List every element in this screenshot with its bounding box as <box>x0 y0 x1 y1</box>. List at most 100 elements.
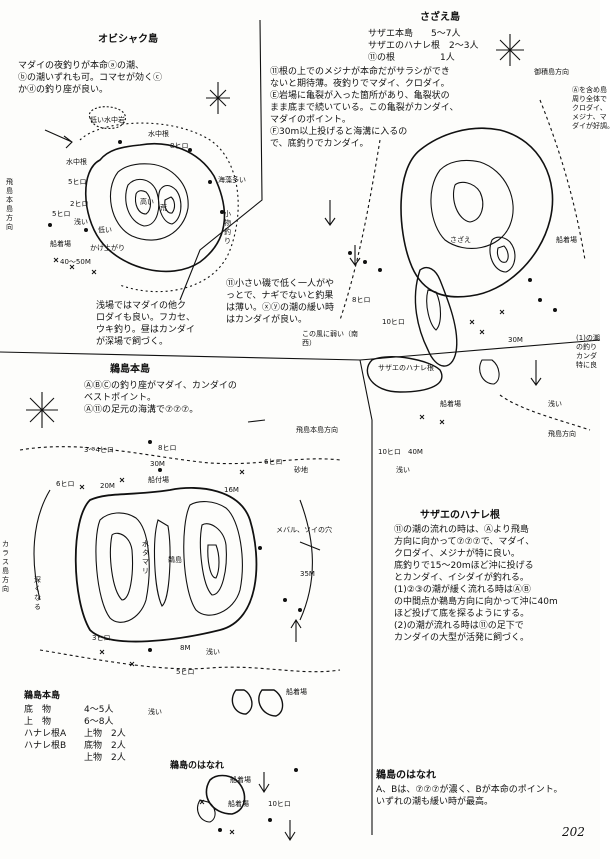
obishaku-label: 5ヒロ <box>68 178 87 186</box>
kamome-label: カラス島方向 <box>2 540 9 593</box>
kamome-label: 6ヒロ <box>56 480 75 488</box>
kamome-note: ⒶⒷⒸの釣り座がマダイ、カンダイの ベストポイント。 Ⓐ⑪の足元の海溝で⑦⑦⑦。 <box>84 380 264 416</box>
kamome-hanare-label: 船着場 <box>230 776 251 784</box>
obishaku-note2-line: ロダイも良い。フカセ、 <box>96 313 196 323</box>
kamome-hanare-note-line: いずれの潮も緩い時が最高。 <box>376 797 494 807</box>
kamome-title: 鵜島本島 <box>110 364 150 375</box>
sazae-label: 飛島方向 <box>548 430 576 438</box>
sazae-island <box>400 127 554 367</box>
map-page: { "page_number": "202", "obishaku": { "t… <box>0 12 614 842</box>
sazae-label: サザエのハナレ根 <box>378 364 434 372</box>
sazae-hanare-note-line: ほど投げて底を探るようにする。 <box>394 609 530 619</box>
sazae-hanare-rock <box>366 356 443 393</box>
kamome-island <box>74 487 258 643</box>
kamome-note-line: ⒶⒷⒸの釣り座がマダイ、カンダイの <box>84 381 237 391</box>
kamome-label: 8M <box>180 644 191 652</box>
obishaku-note: マダイの夜釣りが本命ⓐの潮、 ⓑの潮いずれも可。コマセが効くⓒ かⓓの釣り座が良… <box>18 60 198 96</box>
capacity-value: 上物 2人 <box>84 729 126 739</box>
sazae-label: 船着場 <box>440 400 461 408</box>
obishaku-label: 浅い <box>74 218 88 226</box>
obishaku-label: 2ヒロ <box>70 200 89 208</box>
sazae-note2-line: ⑪小さい磯で低く一人がや <box>226 279 335 289</box>
sazae-label: さざえ <box>450 236 471 244</box>
obishaku-title: オビシャク島 <box>98 34 158 45</box>
obishaku-note-line: マダイの夜釣りが本命ⓐの潮、 <box>18 61 145 71</box>
arrow-9 <box>284 820 296 842</box>
kamome-hanare-a <box>258 689 284 717</box>
obishaku-label: 海藻多い <box>218 176 246 184</box>
sazae-shore <box>339 99 591 431</box>
sazae-label: 8ヒロ <box>352 296 371 304</box>
kamome-hanare-b <box>231 689 253 715</box>
arrow-1 <box>44 129 73 149</box>
obishaku-shoal <box>79 122 239 293</box>
obishaku-note2-line: ウキ釣り。昼はカンダイ <box>96 325 195 335</box>
sazae-right-edge-line: メジナ、マ <box>572 113 607 121</box>
arrow-7 <box>290 618 302 642</box>
kamome-label: メバル、ソイの穴 <box>276 526 332 534</box>
sazae-capacity-line: サザエのハナレ根 2〜3人 <box>368 41 479 51</box>
obishaku-label: 40〜50M <box>60 258 91 266</box>
kamome-label: 水タマリ <box>142 540 149 575</box>
kamome-hanare-note: A、Bは、⑦⑦⑦が濃く、Bが本命のポイント。 いずれの潮も緩い時が最高。 <box>376 784 596 808</box>
kamome-hanare-map-label: 鵜島のはなれ <box>170 761 225 771</box>
kamome-shore-top <box>19 446 341 465</box>
sazae-label: 浅い <box>548 400 562 408</box>
page-number: 202 <box>562 825 585 839</box>
kamome-hanare-note-line: A、Bは、⑦⑦⑦が濃く、Bが本命のポイント。 <box>376 785 563 795</box>
kamome-label: 浅い <box>206 648 220 656</box>
kamome-hanare-label: 船着場 <box>228 800 249 808</box>
sazae-label: 10ヒロ <box>382 318 405 326</box>
sazae-note2: ⑪小さい磯で低く一人がや っとで、ナギでないと釣果 は薄い。ⓧⓨの潮の緩い時 は… <box>226 278 366 326</box>
compass-rose-2 <box>496 34 524 66</box>
sazae-note-line: Ⓔ岩場に亀裂が入った箇所があり、亀裂状の <box>270 91 450 101</box>
capacity-value: 4〜5人 <box>84 705 114 715</box>
sazae-right-edge-note-2: (1)の潮 の釣り カンダ 特に良 <box>576 334 600 370</box>
sazae-right-edge2-line: の釣り <box>576 343 597 351</box>
obishaku-label: 水中根 <box>66 158 87 166</box>
sazae-label: 40M <box>408 448 423 456</box>
capacity-value: 6〜8人 <box>84 717 114 727</box>
capacity-key: 底 物 <box>24 705 52 715</box>
kamome-hanare-rock-2 <box>197 799 216 823</box>
obishaku-label: かけ上がり <box>90 244 125 252</box>
sazae-hanare-note-line: とカンダイ、イシダイが釣れる。 <box>394 573 529 583</box>
capacity-value: 底物 2人 <box>84 741 126 751</box>
obishaku-note-line: かⓓの釣り座が良い。 <box>18 85 109 95</box>
kamome-label: 浅い <box>148 708 162 716</box>
obishaku-label: 水中根 <box>148 130 169 138</box>
kamome-label: 20M <box>100 482 115 490</box>
obishaku-label: 荒 <box>160 204 167 212</box>
sazae-hanare-title: サザエのハナレ根 <box>420 510 500 521</box>
sazae-note2-line: は薄い。ⓧⓨの潮の緩い時 <box>226 303 335 313</box>
kamome-label: 船付場 <box>148 476 169 484</box>
sazae-right-edge-line: クロダイ、 <box>572 104 607 112</box>
sazae-capacity-line: サザエ本島 5〜7人 <box>368 29 461 39</box>
sazae-hanare-note-line: クロダイ、メジナが特に良い。 <box>394 549 520 559</box>
sazae-label: 船着場 <box>556 236 577 244</box>
sazae-note: ⑪根の上でのメジナが本命だがサラシができ ないと期待薄。夜釣りでマダイ、クロダイ… <box>270 66 500 150</box>
sazae-hanare-note-line: の中間点か鵜島方向に向かって沖に40m <box>394 597 558 607</box>
map-drawing <box>0 19 601 842</box>
kamome-label: 30M <box>150 460 165 468</box>
kamome-current-left <box>33 489 51 601</box>
separator-mid <box>0 351 373 835</box>
arrow-8 <box>258 772 270 794</box>
sazae-capacity-line: ⑪の根 1人 <box>368 53 455 63</box>
obishaku-label: 船着場 <box>50 240 71 248</box>
sazae-hanare-note-line: 底釣りで15〜20mほど沖に投げる <box>394 561 534 571</box>
sazae-note-line: ないと期待薄。夜釣りでマダイ、クロダイ。 <box>270 79 450 89</box>
sazae-right-edge-line: ダイが好調。 <box>572 122 614 130</box>
obishaku-label: 小物釣り <box>224 210 231 245</box>
capacity-key: ハナレ根B <box>24 741 67 751</box>
arrow-6 <box>299 541 321 551</box>
sazae-note-line: マダイのポイント。 <box>270 115 351 125</box>
kamome-label: 3ヒロ <box>92 634 111 642</box>
sazae-hanare-note-line: ⑪の潮の流れの時は、Ⓐより飛島 <box>394 525 529 535</box>
sazae-note-line: ⑪根の上でのメジナが本命だがサラシができ <box>270 67 450 77</box>
obishaku-rock <box>88 106 127 129</box>
sazae-hanare-note-line: (2)の潮が流れる時は⑪の足下で <box>394 621 524 631</box>
compass-rose-3 <box>26 392 58 428</box>
kamome-label: 船着場 <box>286 688 307 696</box>
